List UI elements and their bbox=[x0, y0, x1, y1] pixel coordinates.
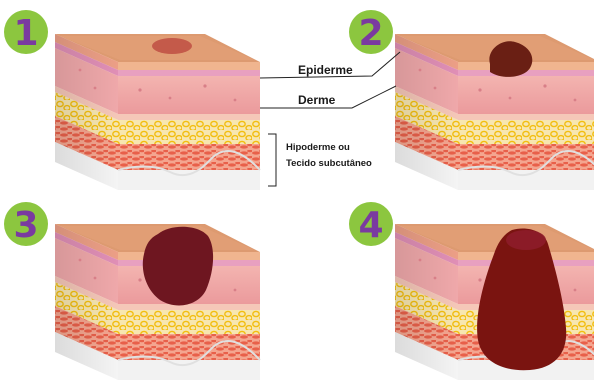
stage-4-block bbox=[395, 224, 594, 380]
stage-3-tumor bbox=[143, 227, 213, 306]
stage-3-block bbox=[55, 224, 260, 380]
stage-2-block bbox=[395, 34, 594, 190]
label-dermis: Derme bbox=[298, 93, 336, 107]
stage-2-number: 2 bbox=[358, 13, 383, 54]
stage-1-badge: 1 bbox=[4, 10, 48, 54]
label-epidermis: Epiderme bbox=[298, 63, 353, 77]
label-hypodermis-line2: Tecido subcutâneo bbox=[286, 158, 372, 169]
stage-1-number: 1 bbox=[13, 13, 38, 54]
stage-3-badge: 3 bbox=[4, 202, 48, 246]
stage-4-number: 4 bbox=[358, 205, 383, 246]
stage-4-badge: 4 bbox=[349, 202, 393, 246]
stage-1-block bbox=[55, 34, 260, 190]
stage-1-tumor bbox=[152, 38, 192, 54]
label-hypodermis-line1: Hipoderme ou bbox=[286, 142, 350, 153]
stage-3-number: 3 bbox=[13, 205, 38, 246]
stage-2-badge: 2 bbox=[349, 10, 393, 54]
